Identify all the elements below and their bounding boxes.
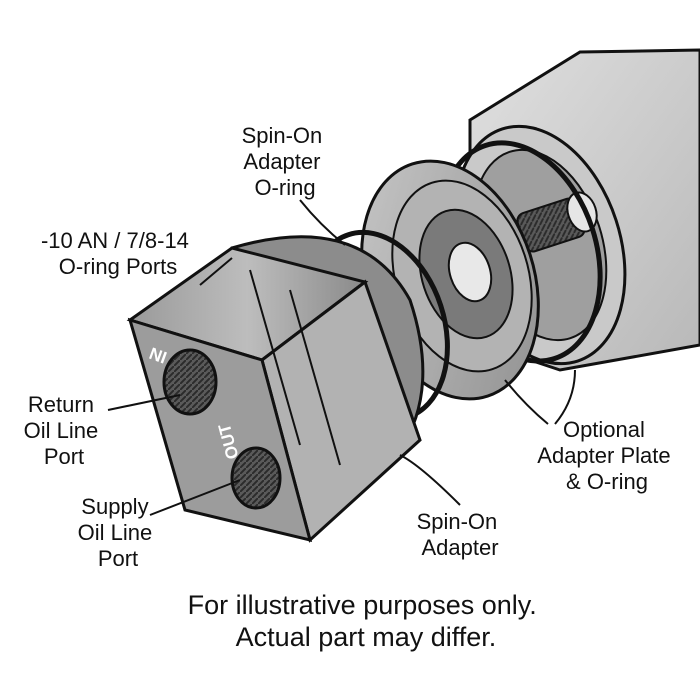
in-stamp: IN bbox=[147, 343, 169, 367]
disclaimer-line-1: For illustrative purposes only. bbox=[188, 590, 537, 620]
supply-oil-line-port bbox=[230, 446, 282, 510]
label-spin-on-oring-line-3: O-ring bbox=[254, 175, 315, 200]
label-supply-port: Supply Oil Line Port bbox=[78, 494, 159, 571]
label-spin-on-adapter: Spin-On Adapter bbox=[417, 509, 504, 560]
label-supply-port-line-2: Oil Line bbox=[78, 520, 153, 545]
label-optional-plate-line-3: & O-ring bbox=[566, 469, 648, 494]
label-supply-port-line-1: Supply bbox=[81, 494, 148, 519]
label-return-port-line-3: Port bbox=[44, 444, 84, 469]
return-oil-line-port bbox=[162, 348, 218, 416]
label-spin-on-oring: Spin-On Adapter O-ring bbox=[242, 123, 329, 200]
label-spin-on-oring-line-2: Adapter bbox=[243, 149, 320, 174]
label-oring-ports: -10 AN / 7/8-14 O-ring Ports bbox=[41, 228, 195, 279]
label-return-port-line-2: Oil Line bbox=[24, 418, 99, 443]
disclaimer: For illustrative purposes only. Actual p… bbox=[188, 590, 545, 652]
label-return-port: Return Oil Line Port bbox=[24, 392, 105, 469]
leader-lines bbox=[107, 199, 576, 516]
label-oring-ports-line-2: O-ring Ports bbox=[59, 254, 178, 279]
label-optional-plate-line-1: Optional bbox=[563, 417, 645, 442]
label-supply-port-line-3: Port bbox=[98, 546, 138, 571]
label-oring-ports-line-1: -10 AN / 7/8-14 bbox=[41, 228, 189, 253]
label-optional-plate-line-2: Adapter Plate bbox=[537, 443, 670, 468]
label-spin-on-oring-line-1: Spin-On bbox=[242, 123, 323, 148]
spin-on-adapter-block: IN OUT bbox=[126, 235, 425, 543]
label-spin-on-adapter-line-1: Spin-On bbox=[417, 509, 498, 534]
disclaimer-line-2: Actual part may differ. bbox=[236, 622, 497, 652]
label-spin-on-adapter-line-2: Adapter bbox=[421, 535, 498, 560]
label-optional-plate: Optional Adapter Plate & O-ring bbox=[537, 417, 676, 494]
label-return-port-line-1: Return bbox=[28, 392, 94, 417]
